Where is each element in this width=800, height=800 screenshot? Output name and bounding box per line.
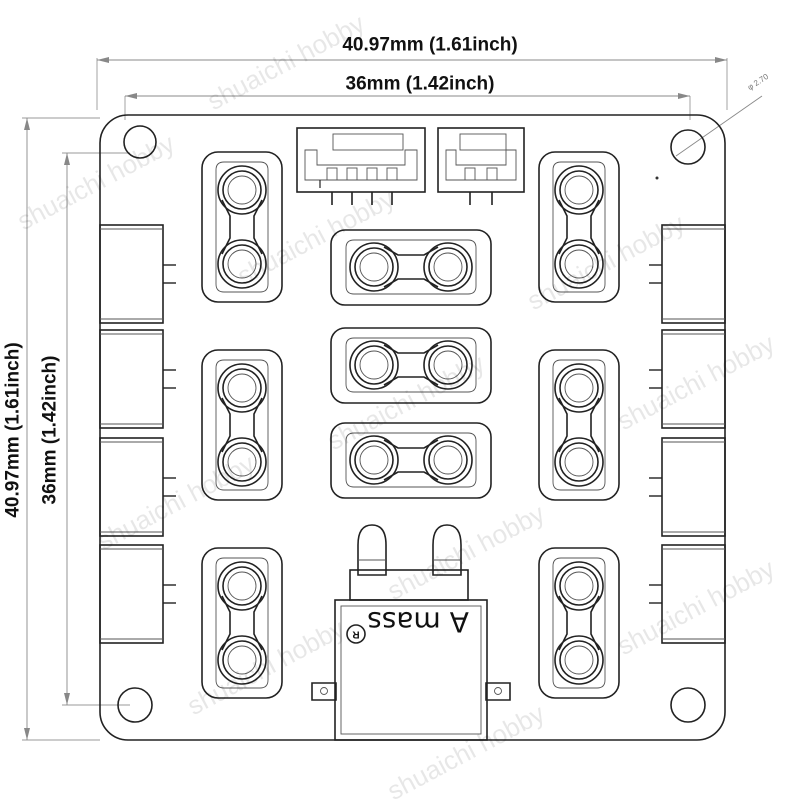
- side-connector-left-1: [99, 224, 176, 324]
- watermark: shuaichi hobby: [382, 498, 549, 606]
- dim-left-inner: 36mm (1.42inch): [40, 356, 61, 505]
- registered-mark: [346, 624, 366, 644]
- side-connector-left-4: [99, 544, 176, 644]
- pad-vertical-left-2: [201, 349, 283, 501]
- dimension-lines: [22, 57, 763, 741]
- watermark: shuaichi hobby: [12, 128, 179, 236]
- header-connector-2pin: [437, 127, 525, 205]
- side-connector-right-1: [649, 224, 726, 324]
- mounting-holes: [117, 125, 706, 723]
- watermark: shuaichi hobby: [202, 8, 369, 116]
- mounting-hole-top-right: [670, 129, 706, 165]
- side-connector-right-2: [649, 329, 726, 429]
- pad-horizontal-1: [330, 229, 492, 306]
- pad-horizontal-3: [330, 422, 492, 499]
- mounting-hole-top-left: [123, 125, 157, 159]
- watermark: shuaichi hobby: [92, 448, 259, 556]
- dim-top-outer: 40.97mm (1.61inch): [342, 35, 517, 56]
- mounting-hole-bottom-right: [670, 687, 706, 723]
- pad-vertical-left-3: [201, 547, 283, 699]
- dim-left-outer: 40.97mm (1.61inch): [3, 342, 24, 517]
- watermark: shuaichi hobby: [382, 698, 549, 800]
- dim-top-inner: 36mm (1.42inch): [346, 74, 495, 95]
- watermarks: shuaichi hobby shuaichi hobby shuaichi h…: [12, 8, 779, 800]
- pad-vertical-right-1: [538, 151, 620, 303]
- watermark: shuaichi hobby: [612, 553, 779, 661]
- registered-mark-letter: R: [352, 629, 360, 640]
- watermark: shuaichi hobby: [612, 328, 779, 436]
- side-connector-left-3: [99, 437, 176, 537]
- solder-pads: [201, 151, 620, 699]
- watermark: shuaichi hobby: [232, 183, 399, 291]
- side-connectors: [99, 224, 726, 644]
- pad-horizontal-2: [330, 327, 492, 404]
- pad-vertical-right-3: [538, 547, 620, 699]
- hole-diameter-label: φ 2.70: [746, 72, 771, 92]
- watermark: shuaichi hobby: [522, 208, 689, 316]
- watermark: shuaichi hobby: [322, 348, 489, 456]
- brand-label: A mass: [367, 606, 469, 639]
- pad-vertical-left-1: [201, 151, 283, 303]
- main-power-connector: R A mass: [311, 524, 511, 741]
- side-connector-right-4: [649, 544, 726, 644]
- pad-vertical-right-2: [538, 349, 620, 501]
- header-connector-4pin: [296, 127, 426, 205]
- side-connector-right-3: [649, 437, 726, 537]
- side-connector-left-2: [99, 329, 176, 429]
- watermark: shuaichi hobby: [182, 613, 349, 721]
- mounting-hole-bottom-left: [117, 687, 153, 723]
